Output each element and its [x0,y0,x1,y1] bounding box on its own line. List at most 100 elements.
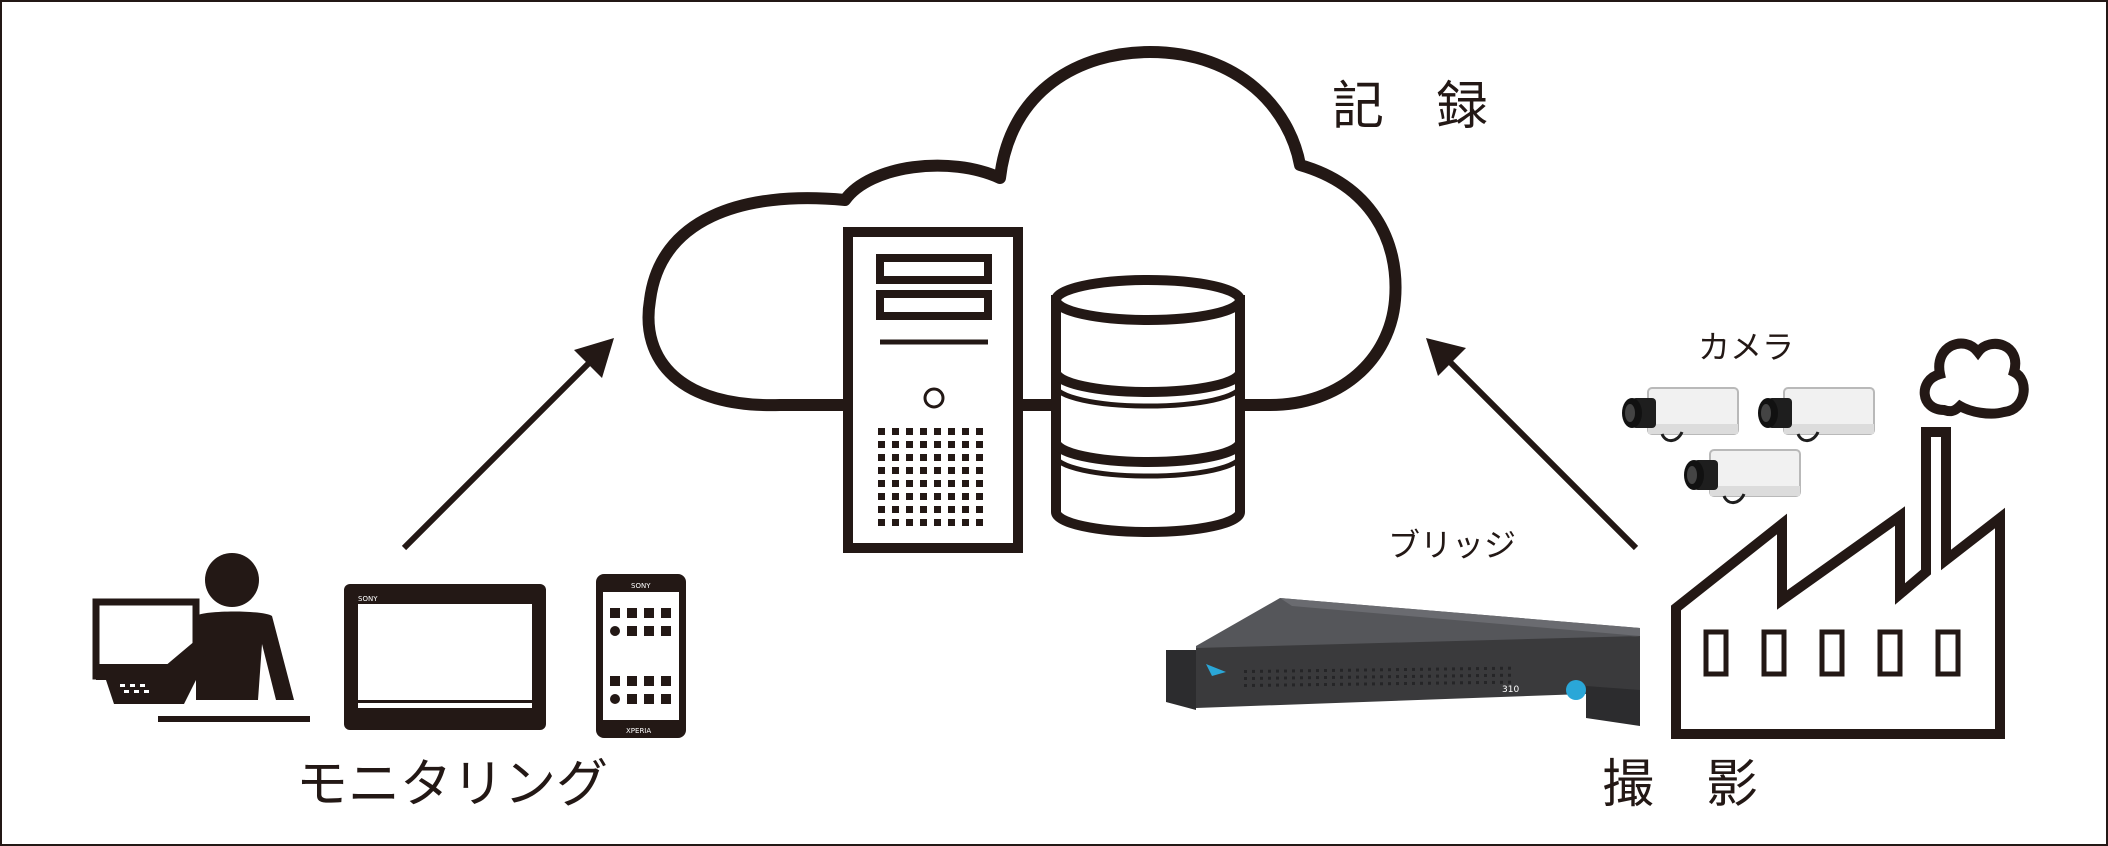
vent-hole [1404,675,1407,678]
security-camera-icon [1758,387,1875,442]
vent-hole [1324,683,1327,686]
vent-hole [1252,676,1255,680]
vent-hole [1324,669,1327,672]
vent-hole [1332,668,1335,672]
vent-hole [1444,674,1447,678]
vent-hole [906,506,913,513]
vent-hole [1332,682,1335,686]
factory-window [1819,629,1845,677]
label-monitoring: モニタリング [296,755,608,815]
vent-hole [1356,668,1359,672]
smartphone-icon: SONY XPERIA [596,574,686,738]
vent-hole [934,428,941,435]
vent-hole [1364,675,1367,679]
vent-hole [1332,675,1335,679]
app-icon [644,626,654,636]
vent-hole [906,428,913,435]
vent-hole [962,493,969,500]
vent-hole [878,467,885,474]
vent-hole [1276,676,1279,680]
label-shooting: 撮 影 [1602,755,1758,815]
vent-hole [1396,668,1399,672]
vent-hole [1452,681,1455,685]
vent-hole [948,493,955,500]
vent-hole [1412,674,1415,678]
vent-hole [1356,682,1359,686]
vent-hole [906,493,913,500]
app-icon [610,626,620,636]
vent-hole [1388,668,1391,672]
server-icon [843,227,1023,553]
vent-hole [1316,669,1319,673]
vent-hole [1308,676,1311,680]
vent-hole [1340,682,1343,686]
vent-hole [1428,667,1431,671]
vent-hole [1500,666,1503,670]
bridge-model-number: 310 [1502,685,1519,695]
app-icon [661,626,671,636]
vent-hole [906,467,913,474]
vent-hole [976,428,983,435]
vent-hole [934,506,941,513]
label-bridge: ブリッジ [1388,526,1516,564]
vent-hole [892,467,899,474]
vent-hole [1508,680,1511,684]
vent-hole [962,441,969,448]
vent-hole [892,480,899,487]
vent-hole [1492,673,1495,677]
factory-windows [1703,629,1961,677]
vent-hole [1452,667,1455,671]
vent-hole [1492,680,1495,684]
vent-hole [1492,666,1495,670]
tablet-brand: SONY [358,595,378,603]
vent-hole [948,441,955,448]
vent-hole [920,480,927,487]
vent-hole [878,493,885,500]
vent-hole [1476,667,1479,671]
vent-hole [1356,675,1359,679]
vent-hole [1348,682,1351,686]
vent-hole [1420,667,1423,671]
vent-hole [1260,669,1263,673]
vent-hole [1292,683,1295,687]
vent-hole [1436,674,1439,678]
vent-hole [1292,676,1295,680]
vent-hole [1428,681,1431,685]
vent-hole [920,519,927,526]
app-icon [644,676,654,686]
vent-hole [892,493,899,500]
vent-hole [1388,675,1391,679]
vent-hole [892,428,899,435]
person-at-computer-icon [92,553,310,722]
vent-hole [1420,674,1423,678]
app-icon [627,694,637,704]
vent-hole [1300,669,1303,673]
vent-hole [1476,674,1479,678]
vent-hole [1284,683,1287,687]
vent-hole [1484,674,1487,677]
vent-hole [1380,682,1383,686]
vent-hole [920,428,927,435]
bridge-status-led [1566,680,1586,700]
vent-hole [1484,681,1487,684]
vent-hole [878,480,885,487]
vent-hole [1404,682,1407,685]
vent-hole [962,467,969,474]
vent-hole [1500,680,1503,684]
vent-hole [1316,683,1319,687]
vent-hole [1508,673,1511,677]
vent-hole [1380,675,1383,679]
vent-hole [878,441,885,448]
vent-hole [878,454,885,461]
vent-hole [1292,669,1295,673]
vent-hole [948,506,955,513]
vent-hole [1308,683,1311,687]
vent-hole [1324,676,1327,679]
server-vent-grille [878,428,983,526]
vent-hole [1364,682,1367,686]
vent-hole [878,519,885,526]
label-recording: 記 録 [1332,77,1488,137]
vent-hole [948,428,955,435]
app-icon [644,608,654,618]
